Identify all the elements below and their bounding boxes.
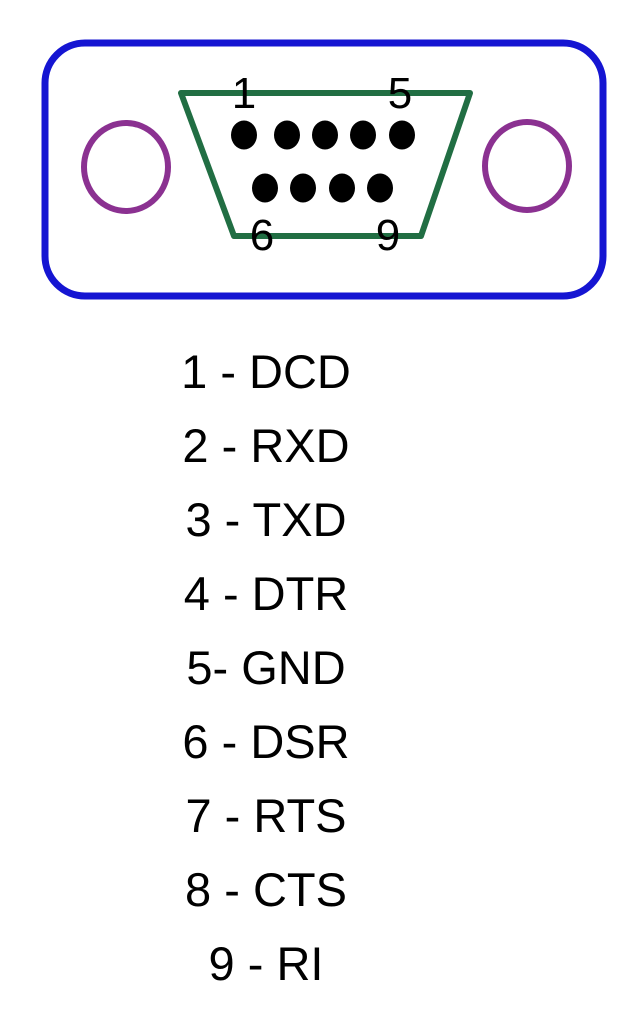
pin-dot-2 — [274, 120, 300, 150]
connector-face-drawing: 1 5 6 9 — [41, 39, 607, 300]
pin-label-bottom-right: 9 — [376, 211, 400, 260]
connector-shell — [178, 90, 473, 239]
pinout-line-5: 5- GND — [186, 641, 346, 694]
pin-label-bottom-left: 6 — [250, 211, 274, 260]
pin-dot-4 — [350, 120, 376, 150]
pin-label-top-right: 5 — [388, 69, 412, 118]
pin-dot-5 — [389, 120, 415, 150]
pinout-list: 1 - DCD 2 - RXD 3 - TXD 4 - DTR 5- GND 6… — [0, 335, 532, 1001]
pin-dot-3 — [312, 120, 338, 150]
pin-dot-9 — [367, 173, 393, 203]
pin-dot-7 — [290, 173, 316, 203]
pin-dot-1 — [231, 120, 257, 150]
pinout-line-3: 3 - TXD — [185, 493, 347, 546]
pinout-line-2: 2 - RXD — [182, 419, 350, 472]
pin-dot-8 — [329, 173, 355, 203]
pinout-line-4: 4 - DTR — [183, 567, 349, 620]
pinout-line-6: 6 - DSR — [182, 715, 350, 768]
pinout-line-1: 1 - DCD — [181, 345, 351, 398]
pin-label-top-left: 1 — [232, 69, 256, 118]
pinout-line-7: 7 - RTS — [185, 789, 347, 842]
pinout-line-9: 9 - RI — [208, 937, 324, 990]
screw-hole-right-icon — [482, 119, 572, 213]
screw-hole-left-icon — [81, 120, 171, 214]
connector-outline — [41, 39, 607, 300]
pin-dot-6 — [252, 173, 278, 203]
pinout-line-8: 8 - CTS — [185, 863, 347, 916]
